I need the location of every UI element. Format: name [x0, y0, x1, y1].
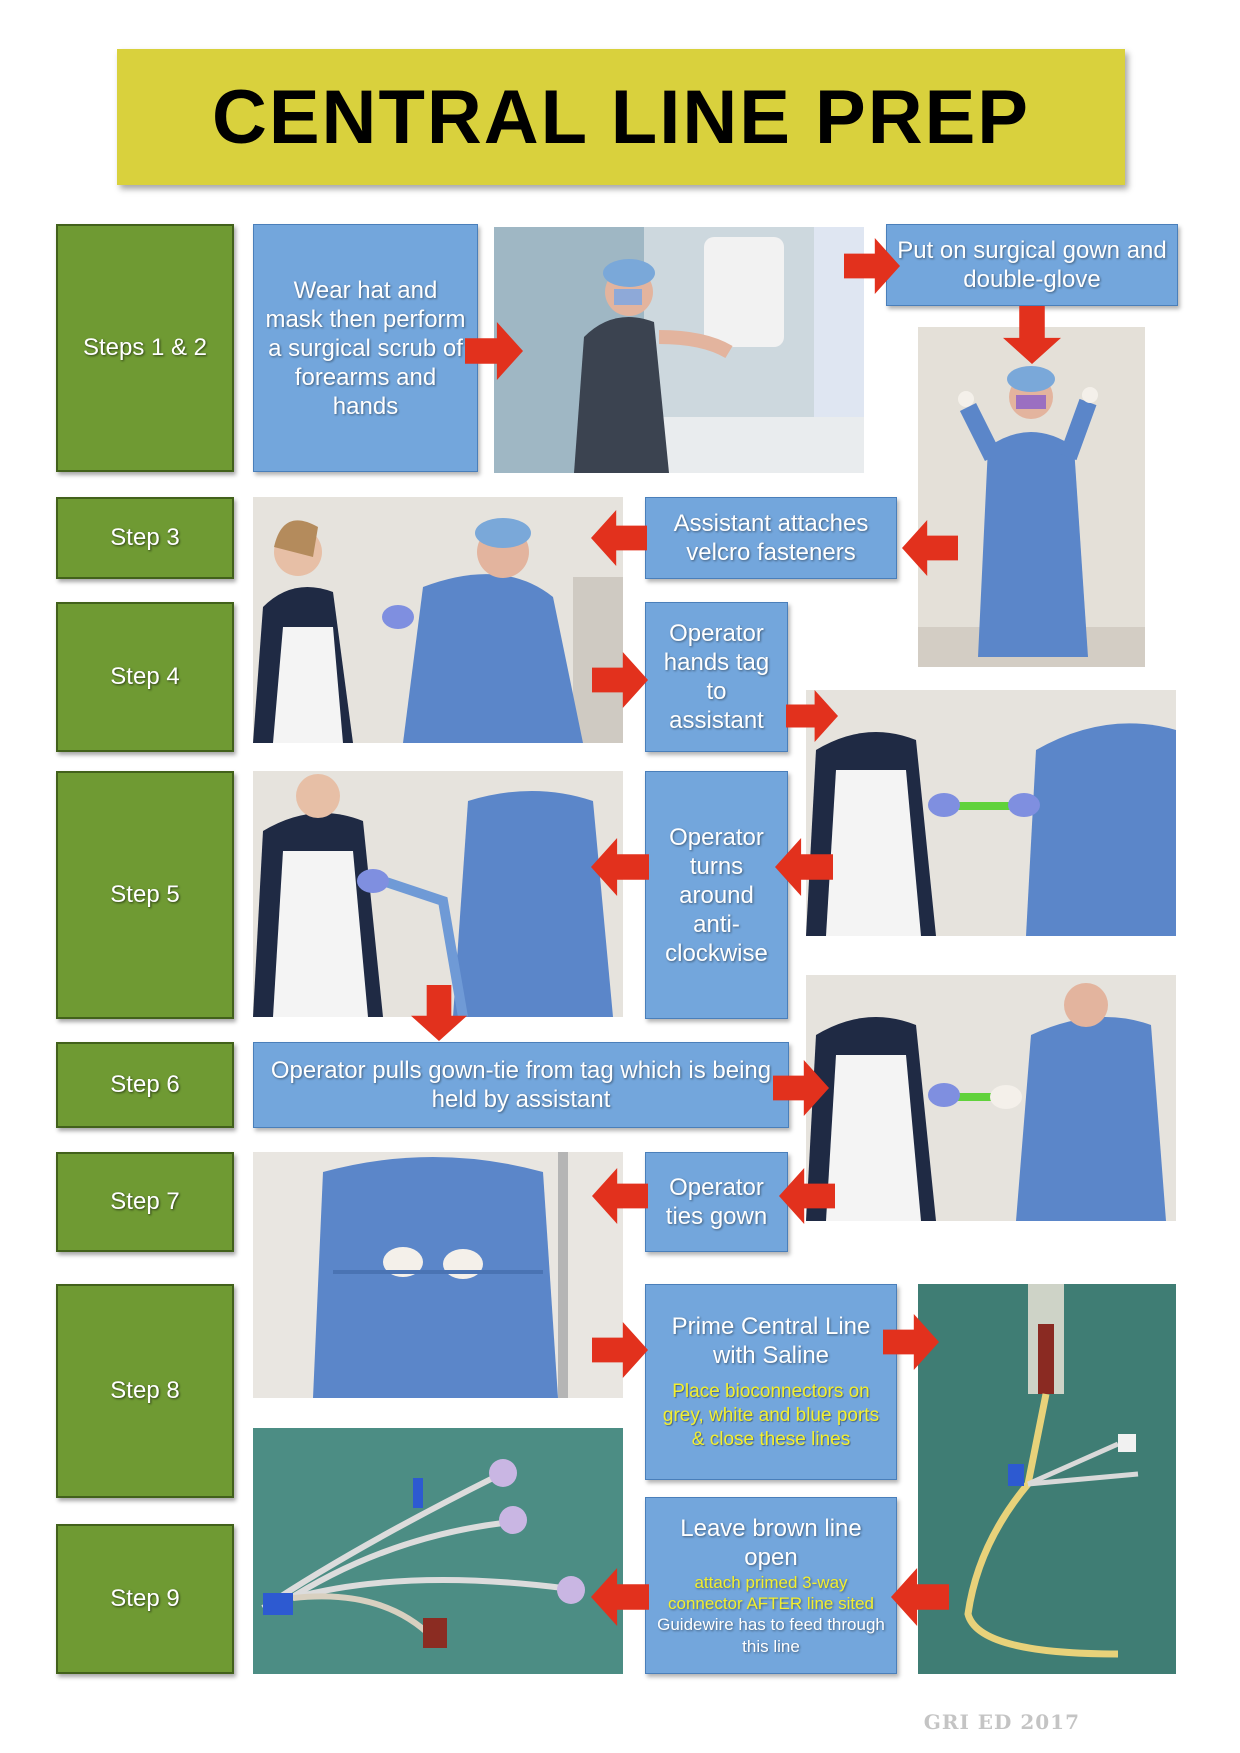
step-5-label: Step 5	[56, 771, 234, 1019]
arrow-left-3	[768, 838, 840, 896]
arrow-right-4	[786, 690, 838, 742]
arrow-left-2	[588, 510, 650, 566]
velcro-box: Assistant attaches velcro fasteners	[645, 497, 897, 579]
photo-gowned-operator	[918, 327, 1145, 667]
photo-turns-around	[253, 771, 623, 1017]
photo-surgical-scrub	[494, 227, 864, 473]
prime-box: Prime Central Line with Saline Place bio…	[645, 1284, 897, 1480]
arrow-right-6	[588, 1322, 652, 1378]
step-6-label: Step 6	[56, 1042, 234, 1128]
arrow-right-3	[588, 652, 652, 708]
step-1-2-label: Steps 1 & 2	[56, 224, 234, 472]
photo-hands-tag	[806, 690, 1176, 936]
arrow-right-7	[876, 1314, 946, 1370]
hands-tag-box: Operator hands tag to assistant	[645, 602, 788, 752]
arrow-left-4	[588, 838, 652, 896]
title-banner: CENTRAL LINE PREP	[117, 49, 1125, 185]
photo-pulls-gown-tie	[806, 975, 1176, 1221]
arrow-left-1	[898, 520, 962, 576]
arrow-right-2	[838, 238, 906, 294]
arrow-left-8	[588, 1568, 652, 1626]
pulls-box: Operator pulls gown-tie from tag which i…	[253, 1042, 789, 1128]
footer-credit: GRI ED 2017	[923, 1710, 1080, 1734]
arrow-left-6	[588, 1168, 652, 1224]
arrow-left-5	[776, 1168, 838, 1224]
turns-box: Operator turns around anti-clockwise	[645, 771, 788, 1019]
step-9-label: Step 9	[56, 1524, 234, 1674]
step-7-label: Step 7	[56, 1152, 234, 1252]
photo-central-line-ports	[253, 1428, 623, 1674]
arrow-down-2	[411, 982, 467, 1044]
gown-box: Put on surgical gown and double-glove	[886, 224, 1178, 306]
arrow-right-5	[770, 1060, 832, 1116]
step-3-label: Step 3	[56, 497, 234, 579]
arrow-down-1	[1003, 301, 1061, 369]
photo-central-line-syringe	[918, 1284, 1176, 1674]
step-8-label: Step 8	[56, 1284, 234, 1498]
photo-ties-gown	[253, 1152, 623, 1398]
photo-velcro-fasteners	[253, 497, 623, 743]
ties-box: Operator ties gown	[645, 1152, 788, 1252]
arrow-left-7	[888, 1568, 952, 1626]
brown-line-box: Leave brown line open attach primed 3-wa…	[645, 1497, 897, 1674]
step-4-label: Step 4	[56, 602, 234, 752]
scrub-box: Wear hat and mask then perform a surgica…	[253, 224, 478, 472]
page-title: CENTRAL LINE PREP	[211, 74, 1030, 160]
arrow-right-1	[458, 322, 530, 380]
